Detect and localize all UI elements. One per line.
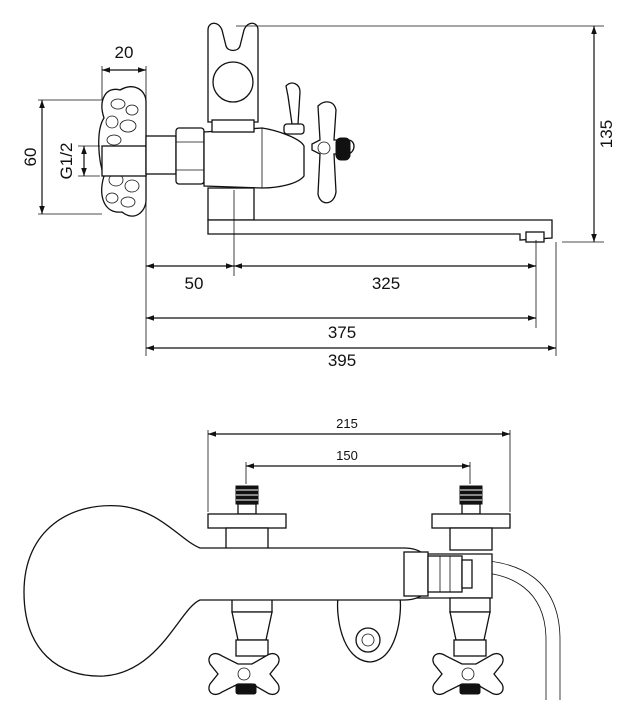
dim-label-flange-height: 60 xyxy=(21,148,40,167)
shower-holder xyxy=(207,22,259,133)
side-view: 20 60 G1/2 135 50 325 375 395 xyxy=(21,22,616,370)
inlet-left xyxy=(207,485,287,551)
front-view: 215 150 xyxy=(23,416,561,700)
cross-handle-right xyxy=(432,652,504,696)
diverter-lever xyxy=(283,82,305,135)
dim-label-to-body: 50 xyxy=(185,274,204,293)
spout xyxy=(207,219,553,243)
dim-label-center-distance: 150 xyxy=(336,448,358,463)
dim-label-spout-total: 375 xyxy=(328,323,356,342)
inlet-right xyxy=(431,485,511,551)
connection-nut xyxy=(145,127,205,185)
dim-label-overall: 395 xyxy=(328,351,356,370)
cross-handle xyxy=(311,101,355,204)
dim-label-outer-width: 215 xyxy=(336,416,358,431)
cross-handle-left xyxy=(208,652,280,696)
dim-label-thread: G1/2 xyxy=(57,143,76,180)
dim-label-height: 135 xyxy=(597,120,616,148)
wall-flange xyxy=(98,86,147,217)
dim-label-flange-width: 20 xyxy=(115,43,134,62)
hand-shower xyxy=(23,504,473,677)
valve-body xyxy=(203,127,305,221)
dim-label-spout-reach: 325 xyxy=(372,274,400,293)
